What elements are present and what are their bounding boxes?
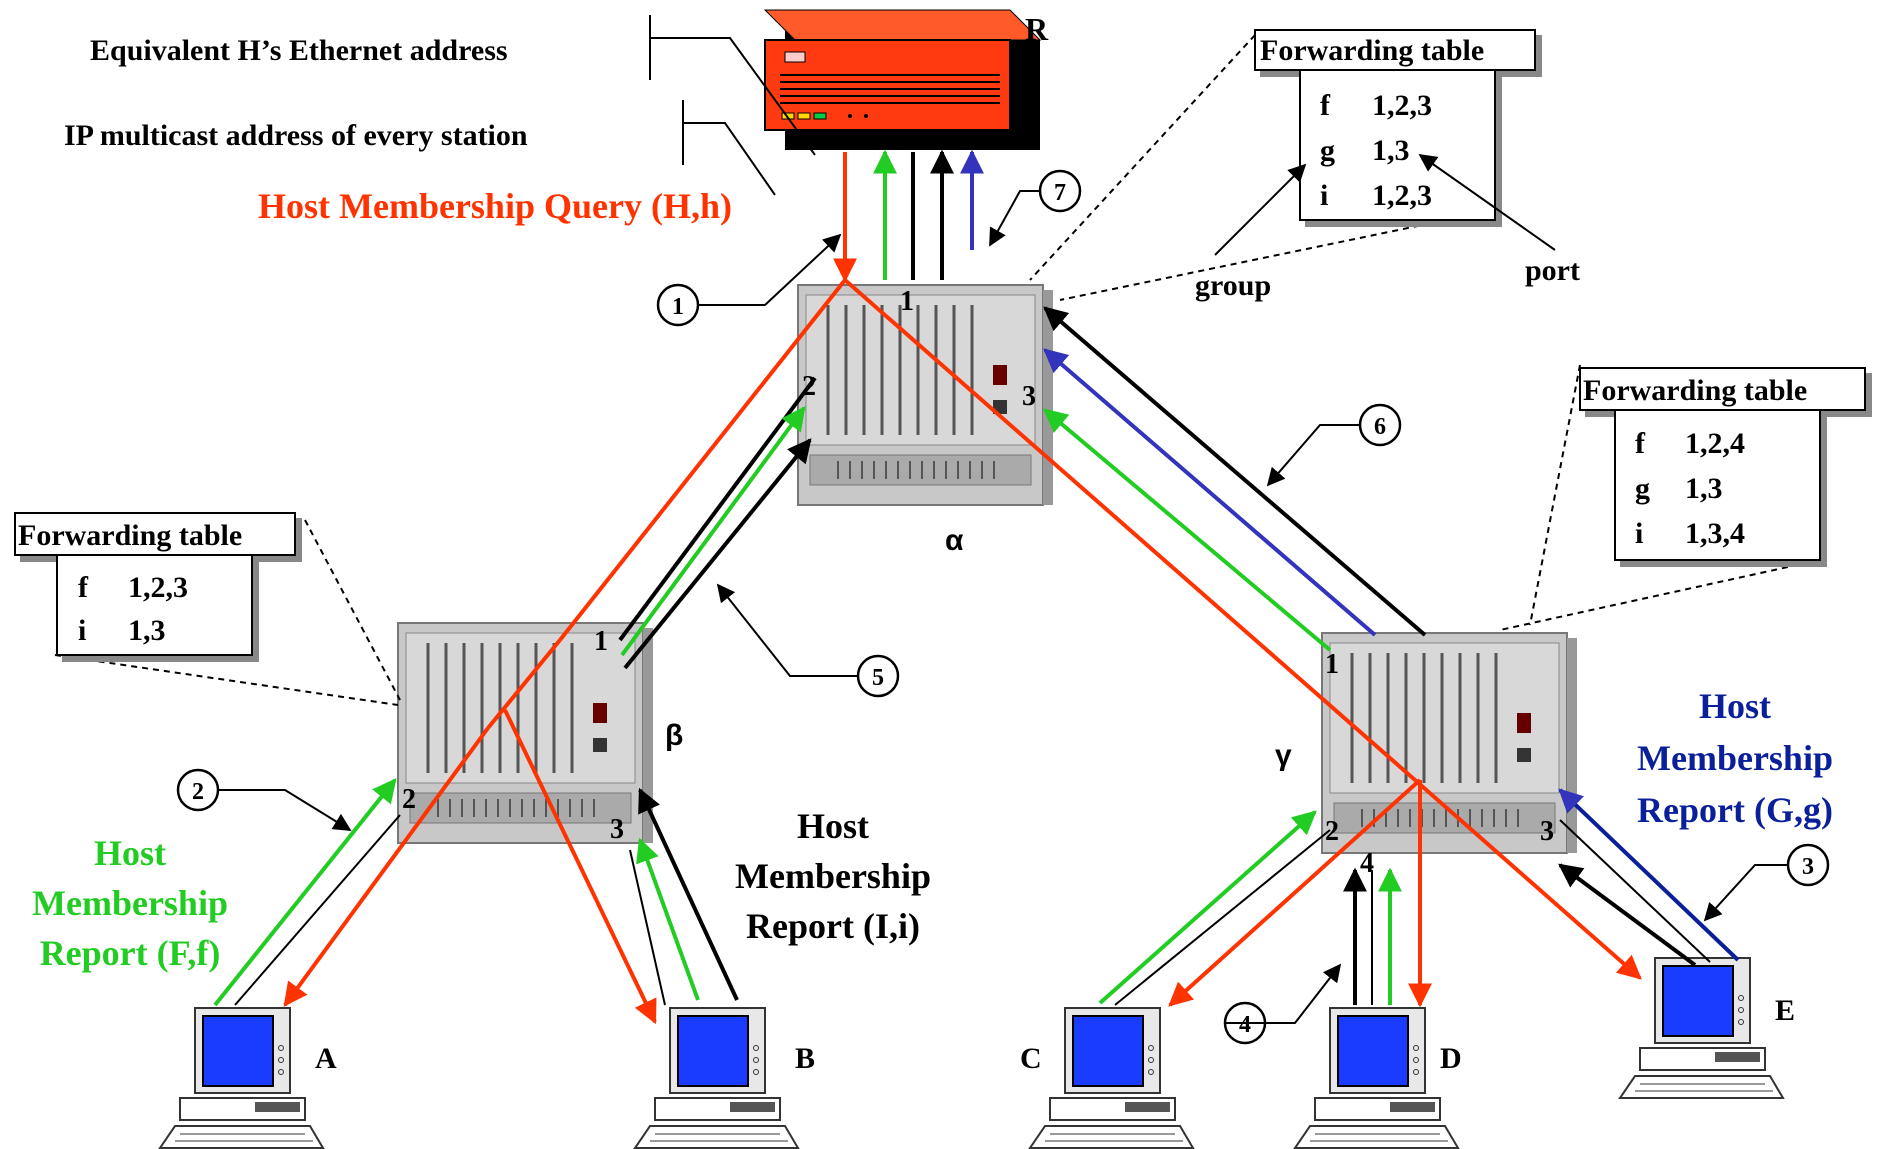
alpha-beta-links <box>618 376 817 670</box>
switch-alpha <box>796 283 1055 507</box>
table-alpha-row1-group: f <box>1320 89 1331 122</box>
table-gamma-row3-ports: 1,3,4 <box>1685 517 1745 550</box>
table-beta-row1-group: f <box>78 571 89 604</box>
step-2-label: 2 <box>192 779 204 805</box>
table-alpha-row1-ports: 1,2,3 <box>1372 89 1432 122</box>
switch-beta <box>396 621 655 845</box>
table-gamma-row1-group: f <box>1635 427 1646 460</box>
group-label: group <box>1195 269 1271 302</box>
switch-alpha-label: α <box>945 524 964 557</box>
router-label: R <box>1025 11 1049 47</box>
alpha-gamma-links <box>1043 306 1427 652</box>
port-labels: 1 2 3 1 2 3 1 2 3 4 <box>402 286 1554 879</box>
table-alpha-row2-group: g <box>1320 134 1335 167</box>
host-a-label: A <box>315 1042 337 1075</box>
report-i-line2: Membership <box>735 856 931 896</box>
host-e-computer-icon <box>1619 957 1784 1099</box>
table-alpha-row2-ports: 1,3 <box>1372 134 1410 167</box>
table-alpha-row3-group: i <box>1320 179 1328 212</box>
alpha-port-2: 2 <box>802 371 816 402</box>
step-1-label: 1 <box>672 294 684 320</box>
label-leader-lines <box>649 15 816 196</box>
ip-multicast-label: IP multicast address of every station <box>64 119 528 152</box>
table-beta-row2-group: i <box>78 614 86 647</box>
gamma-host-links <box>1098 788 1740 1006</box>
switch-gamma <box>1320 631 1579 855</box>
forwarding-table-beta: Forwarding table f 1,2,3 i 1,3 <box>14 512 401 706</box>
report-i-line1: Host <box>797 806 869 846</box>
table-beta-row2-ports: 1,3 <box>128 614 166 647</box>
forwarding-table-gamma: Forwarding table f 1,2,4 g 1,3 i 1,3,4 <box>1499 364 1866 631</box>
report-g-line1: Host <box>1699 686 1771 726</box>
host-b-label: B <box>795 1042 815 1075</box>
report-i-line3: Report (I,i) <box>746 906 920 946</box>
table-alpha-title: Forwarding table <box>1260 34 1484 67</box>
table-beta-row1-ports: 1,2,3 <box>128 571 188 604</box>
switch-beta-label: β <box>665 719 683 752</box>
gamma-port-1: 1 <box>1325 649 1339 680</box>
report-g-line2: Membership <box>1637 738 1833 778</box>
forwarding-table-alpha: Forwarding table f 1,2,3 g 1,3 i 1,2,3 <box>1029 29 1536 301</box>
group-port-pointers <box>1214 153 1556 256</box>
host-c-computer-icon <box>1029 1007 1194 1149</box>
gamma-port-4: 4 <box>1360 848 1374 879</box>
beta-port-3: 3 <box>610 814 624 845</box>
gamma-port-2: 2 <box>1325 816 1339 847</box>
step-4-label: 4 <box>1239 1012 1251 1038</box>
step-7-label: 7 <box>1054 180 1066 206</box>
table-beta-title: Forwarding table <box>18 519 242 552</box>
router-alpha-links <box>833 149 984 283</box>
host-e-label: E <box>1775 994 1795 1027</box>
beta-port-1: 1 <box>594 626 608 657</box>
table-alpha-row3-ports: 1,2,3 <box>1372 179 1432 212</box>
host-b-computer-icon <box>634 1007 799 1149</box>
host-c-label: C <box>1020 1042 1042 1075</box>
alpha-port-1: 1 <box>900 286 914 317</box>
step-6-label: 6 <box>1374 414 1386 440</box>
beta-host-links <box>213 778 739 1007</box>
step-5-label: 5 <box>872 665 884 691</box>
router-icon <box>763 9 1042 150</box>
query-label: Host Membership Query (H,h) <box>258 186 732 226</box>
host-d-computer-icon <box>1294 1007 1459 1149</box>
gamma-port-3: 3 <box>1540 816 1554 847</box>
report-f-line2: Membership <box>32 883 228 923</box>
alpha-port-3: 3 <box>1022 381 1036 412</box>
report-f-line1: Host <box>94 833 166 873</box>
table-gamma-title: Forwarding table <box>1583 374 1807 407</box>
table-gamma-row2-group: g <box>1635 472 1650 505</box>
step-numbers: 1 2 3 4 5 6 7 <box>192 180 1814 1038</box>
port-label: port <box>1525 254 1580 287</box>
table-gamma-row3-group: i <box>1635 517 1643 550</box>
switch-gamma-label: γ <box>1275 739 1292 772</box>
host-a-computer-icon <box>159 1007 324 1149</box>
host-d-label: D <box>1440 1042 1462 1075</box>
report-g-line3: Report (G,g) <box>1637 790 1833 830</box>
table-gamma-row1-ports: 1,2,4 <box>1685 427 1745 460</box>
step-pointers <box>218 190 1788 1024</box>
report-f-line3: Report (F,f) <box>40 933 221 973</box>
step-markers <box>176 169 1830 1045</box>
table-gamma-row2-ports: 1,3 <box>1685 472 1723 505</box>
beta-port-2: 2 <box>402 784 416 815</box>
query-paths <box>283 278 1642 1025</box>
equivalent-ethernet-label: Equivalent H’s Ethernet address <box>90 34 508 67</box>
step-3-label: 3 <box>1802 854 1814 880</box>
